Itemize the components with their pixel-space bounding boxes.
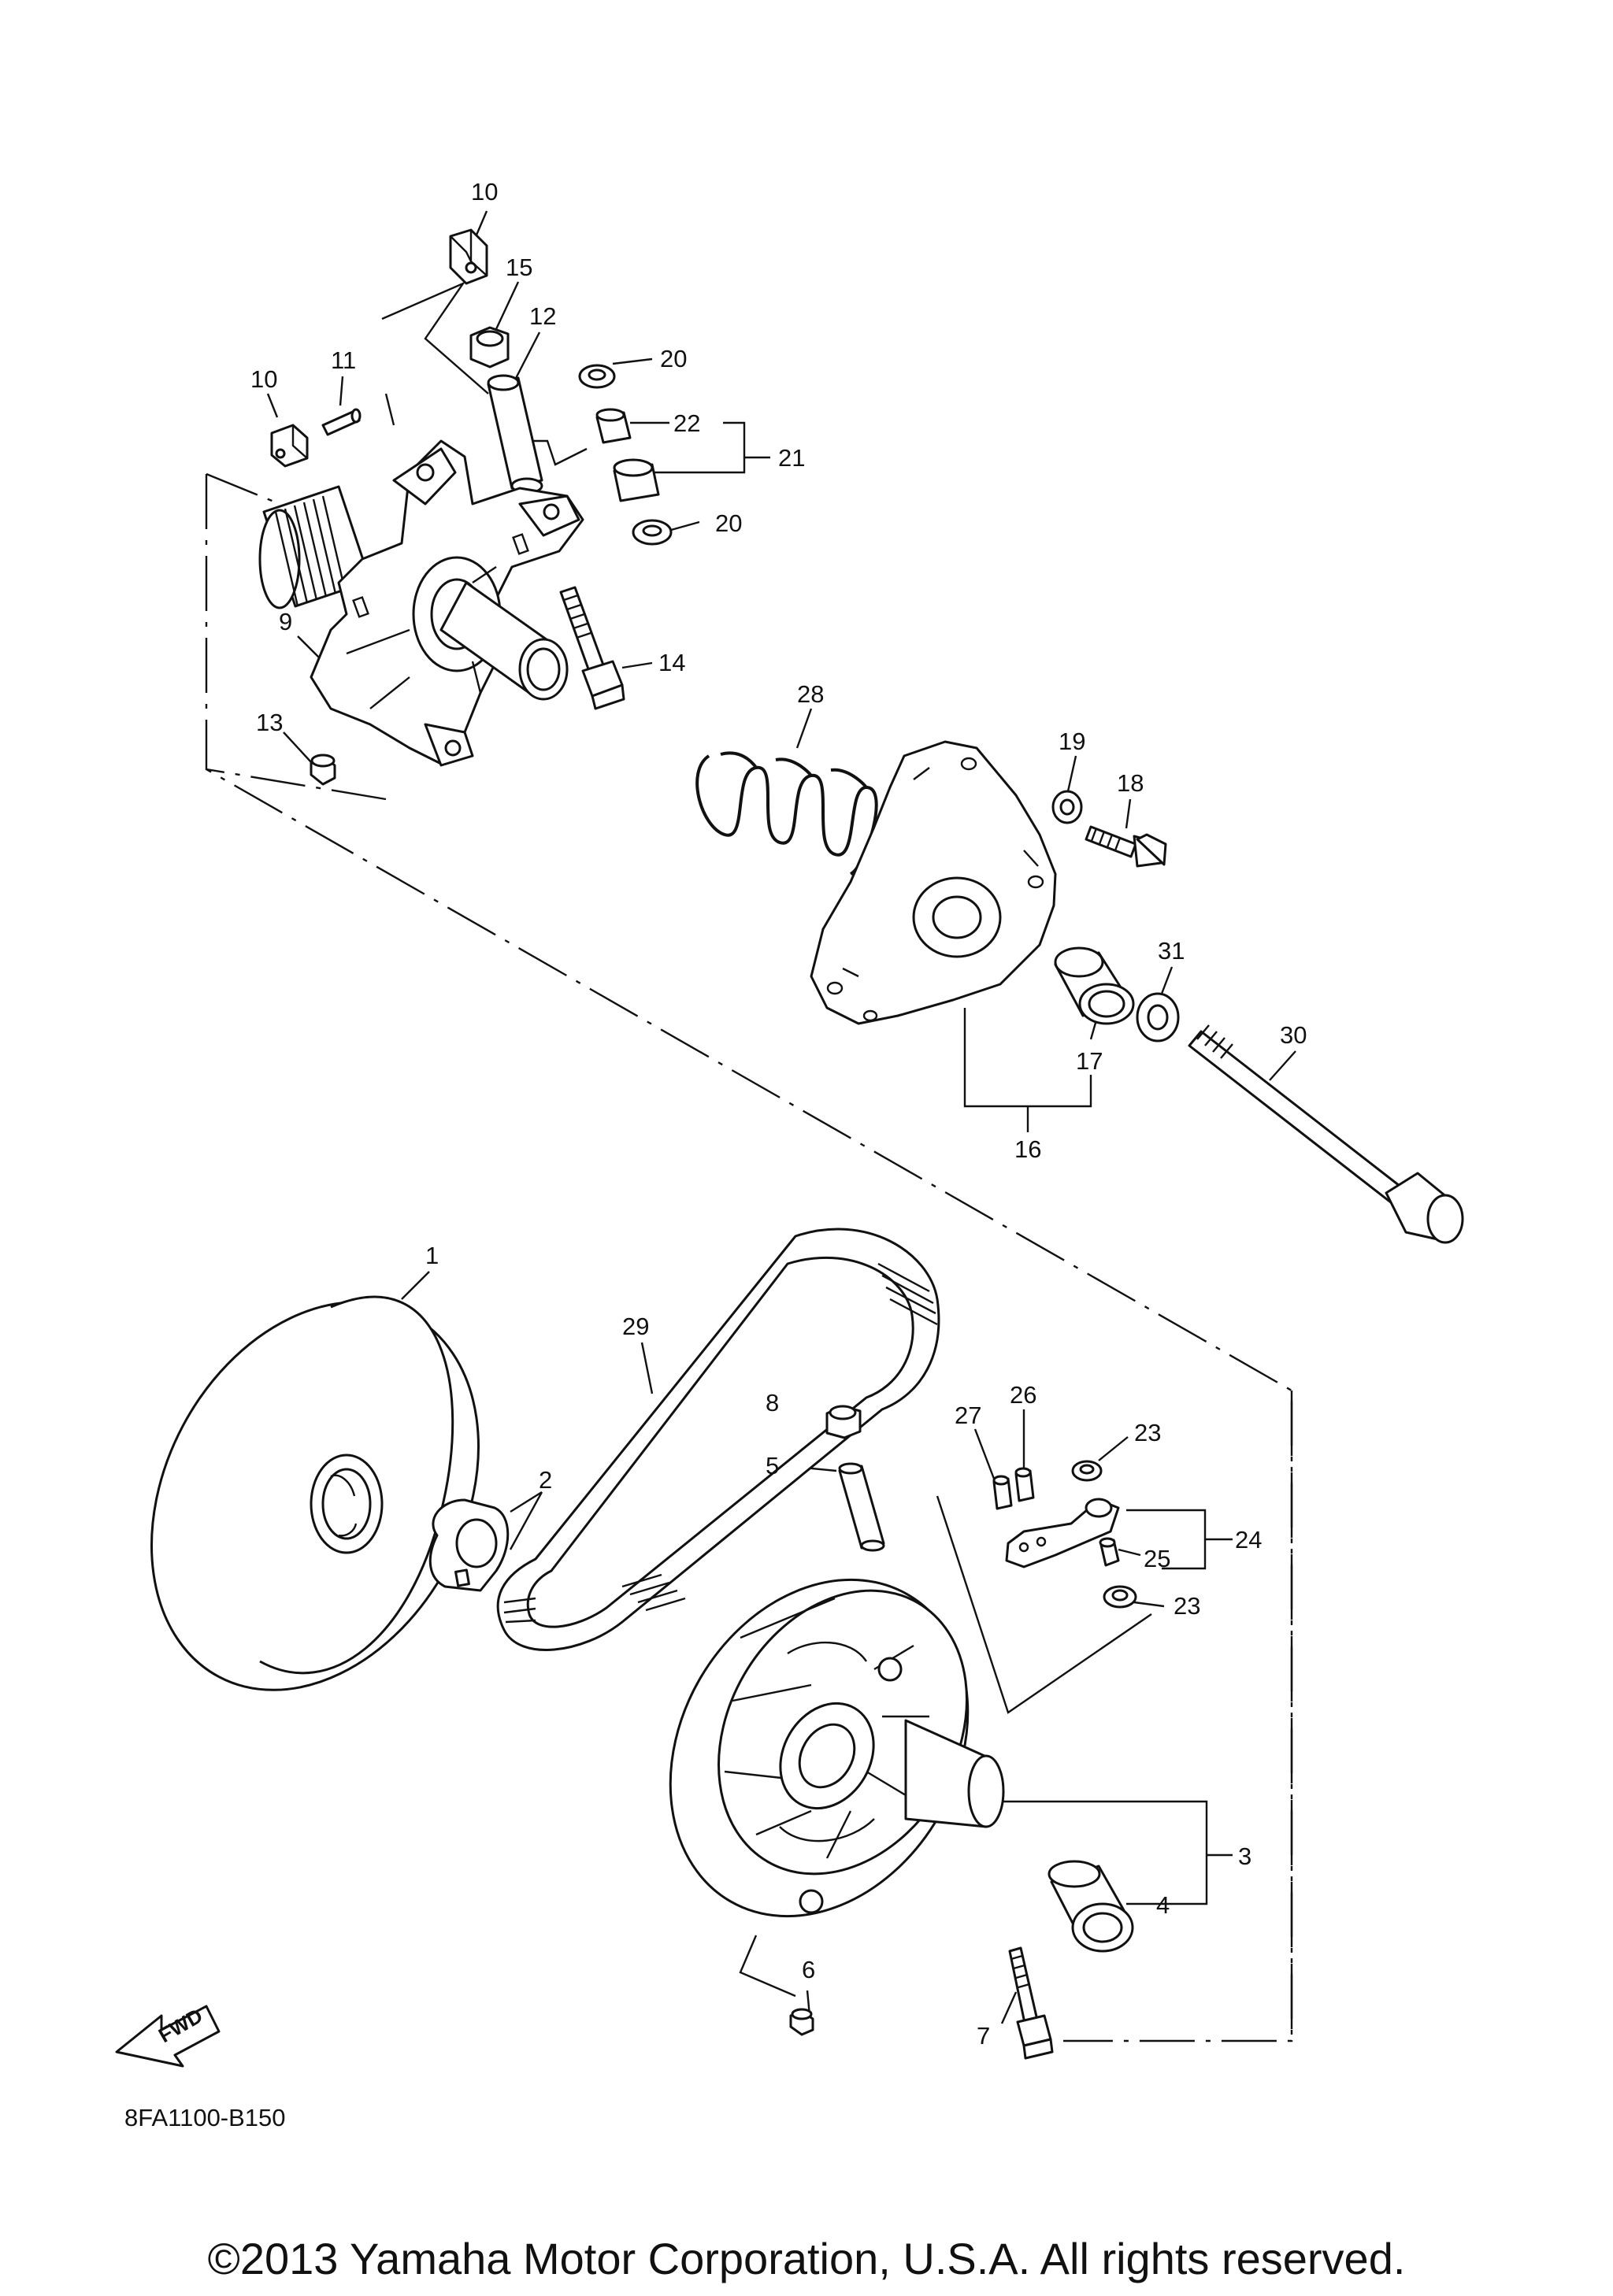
collar-25	[1099, 1537, 1120, 1567]
callout-11: 11	[331, 346, 356, 374]
belt-29	[496, 1228, 940, 1651]
callout-7: 7	[977, 2022, 990, 2050]
callout-2: 2	[539, 1466, 552, 1494]
cover-plate-16	[810, 740, 1057, 1025]
bolt-14	[559, 586, 625, 710]
nut-8	[825, 1405, 862, 1439]
collar-15	[469, 326, 510, 368]
pin-11	[321, 408, 362, 436]
callout-3: 3	[1238, 1842, 1251, 1870]
bolt-18	[1085, 825, 1167, 868]
sheave-1	[150, 1295, 480, 1691]
pin-5	[838, 1462, 885, 1552]
callout-17: 17	[1076, 1047, 1103, 1075]
collar-19	[1051, 790, 1083, 824]
callout-27: 27	[955, 1402, 981, 1429]
washer-23-lower	[1103, 1585, 1137, 1609]
spider-cam-9	[258, 439, 584, 767]
callout-21: 21	[778, 444, 805, 472]
washer-20-lower	[632, 519, 673, 546]
callout-28: 28	[797, 680, 824, 708]
callout-31: 31	[1158, 937, 1185, 965]
driven-sheave-3	[669, 1578, 1005, 1918]
spring-28	[695, 751, 878, 876]
callout-9: 9	[279, 608, 292, 635]
callout-5: 5	[766, 1452, 779, 1479]
callout-8: 8	[766, 1389, 779, 1416]
pins-26-27	[992, 1467, 1035, 1510]
bolt-30	[1188, 1024, 1464, 1244]
callout-13: 13	[256, 709, 283, 736]
callout-4: 4	[1156, 1891, 1170, 1919]
callout-15: 15	[506, 254, 532, 281]
plate-24	[1005, 1498, 1120, 1568]
callout-10-top: 10	[471, 178, 498, 206]
callout-1: 1	[425, 1242, 439, 1269]
washer-23-top	[1071, 1460, 1103, 1482]
callout-26: 26	[1010, 1381, 1036, 1409]
callout-16: 16	[1014, 1135, 1041, 1163]
callout-23-top: 23	[1134, 1419, 1161, 1446]
pin-12	[487, 374, 543, 494]
callout-10-left: 10	[250, 365, 277, 393]
diagram-code: 8FA1100-B150	[124, 2104, 286, 2131]
callout-25: 25	[1144, 1545, 1170, 1572]
callout-18: 18	[1117, 769, 1144, 797]
callout-29: 29	[622, 1313, 649, 1340]
callout-24: 24	[1235, 1526, 1262, 1554]
callout-19: 19	[1059, 728, 1085, 755]
callout-6: 6	[802, 1956, 815, 1983]
assembly-outline	[205, 472, 1293, 2042]
callout-labels: 10 15 12 11 10 20 22 21 20 9 14 13 28 19…	[250, 178, 1307, 2050]
callout-20-top: 20	[660, 345, 687, 372]
callout-23-lower: 23	[1174, 1592, 1200, 1620]
bushing-22	[595, 408, 632, 444]
callout-22: 22	[673, 409, 700, 437]
bushing-17	[1054, 946, 1135, 1025]
bushing-21	[613, 458, 660, 502]
bolt-7	[1008, 1946, 1054, 2060]
callout-30: 30	[1280, 1021, 1307, 1049]
cap-13	[310, 754, 336, 786]
bearing-4	[1048, 1860, 1134, 1953]
slider-block-10-top	[449, 228, 488, 285]
copyright-notice: ©2013 Yamaha Motor Corporation, U.S.A. A…	[208, 2234, 1406, 2283]
collar-2	[428, 1498, 510, 1592]
cap-6	[789, 2008, 814, 2036]
washer-20-top	[578, 364, 616, 389]
callout-14: 14	[658, 649, 685, 676]
callout-12: 12	[529, 302, 556, 330]
callout-20-lower: 20	[715, 509, 742, 537]
slider-block-10-left	[270, 424, 309, 468]
washer-31	[1136, 992, 1180, 1042]
fwd-arrow-icon: FWD	[115, 2004, 221, 2068]
